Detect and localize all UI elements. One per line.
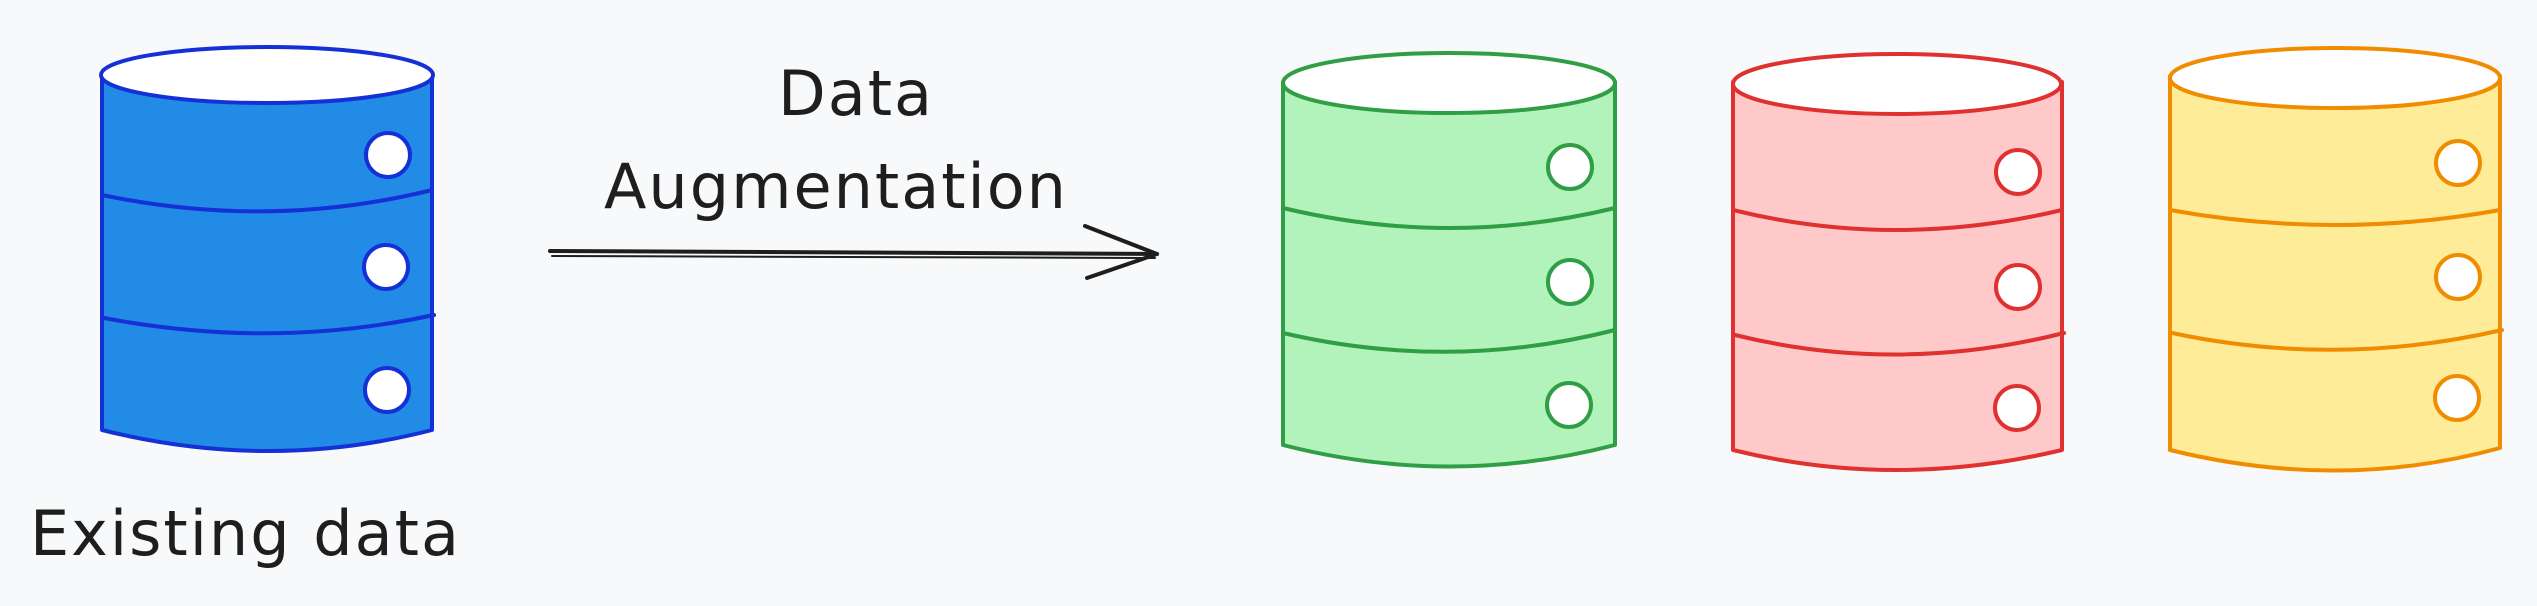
database-knob-2 [362, 243, 410, 291]
database-top [99, 45, 435, 105]
database-body [1281, 80, 1617, 469]
database-divider-1 [100, 188, 434, 214]
database-top [1281, 51, 1617, 115]
database-divider-2 [1733, 331, 2066, 357]
database-divider-1 [2168, 208, 2502, 227]
database-knob-3 [2433, 374, 2481, 422]
database-divider-1 [1281, 206, 1617, 230]
augmented-database-yellow [2168, 46, 2504, 473]
arrow-label-line2: Augmentation [604, 150, 1068, 223]
database-divider-2 [1281, 328, 1617, 354]
arrow-label-line1: Data [778, 57, 934, 130]
database-knob-2 [2434, 253, 2482, 301]
arrow-head [1083, 224, 1159, 280]
database-knob-3 [1545, 381, 1593, 429]
arrow-shaft [548, 249, 1159, 256]
arrow-shaft-sketch [551, 255, 1156, 259]
augmented-database-green [1281, 51, 1617, 469]
database-knob-3 [363, 366, 411, 414]
database-knob-1 [364, 131, 412, 179]
source-label: Existing data [30, 497, 461, 570]
database-top [1731, 52, 2063, 116]
database-knob-1 [1546, 143, 1594, 191]
database-divider-1 [1731, 208, 2064, 232]
database-divider-2 [2170, 328, 2504, 352]
database-body [2168, 74, 2502, 473]
database-knob-2 [1994, 263, 2042, 311]
database-body [1731, 80, 2064, 472]
database-body [100, 73, 434, 453]
augmentation-arrow [548, 224, 1159, 280]
database-knob-1 [2434, 139, 2482, 187]
database-knob-1 [1994, 148, 2042, 196]
existing-database [99, 45, 436, 453]
database-top [2168, 46, 2502, 110]
database-knob-2 [1546, 258, 1594, 306]
database-divider-2 [102, 313, 436, 336]
augmented-database-red [1731, 52, 2066, 472]
database-knob-3 [1993, 384, 2041, 432]
